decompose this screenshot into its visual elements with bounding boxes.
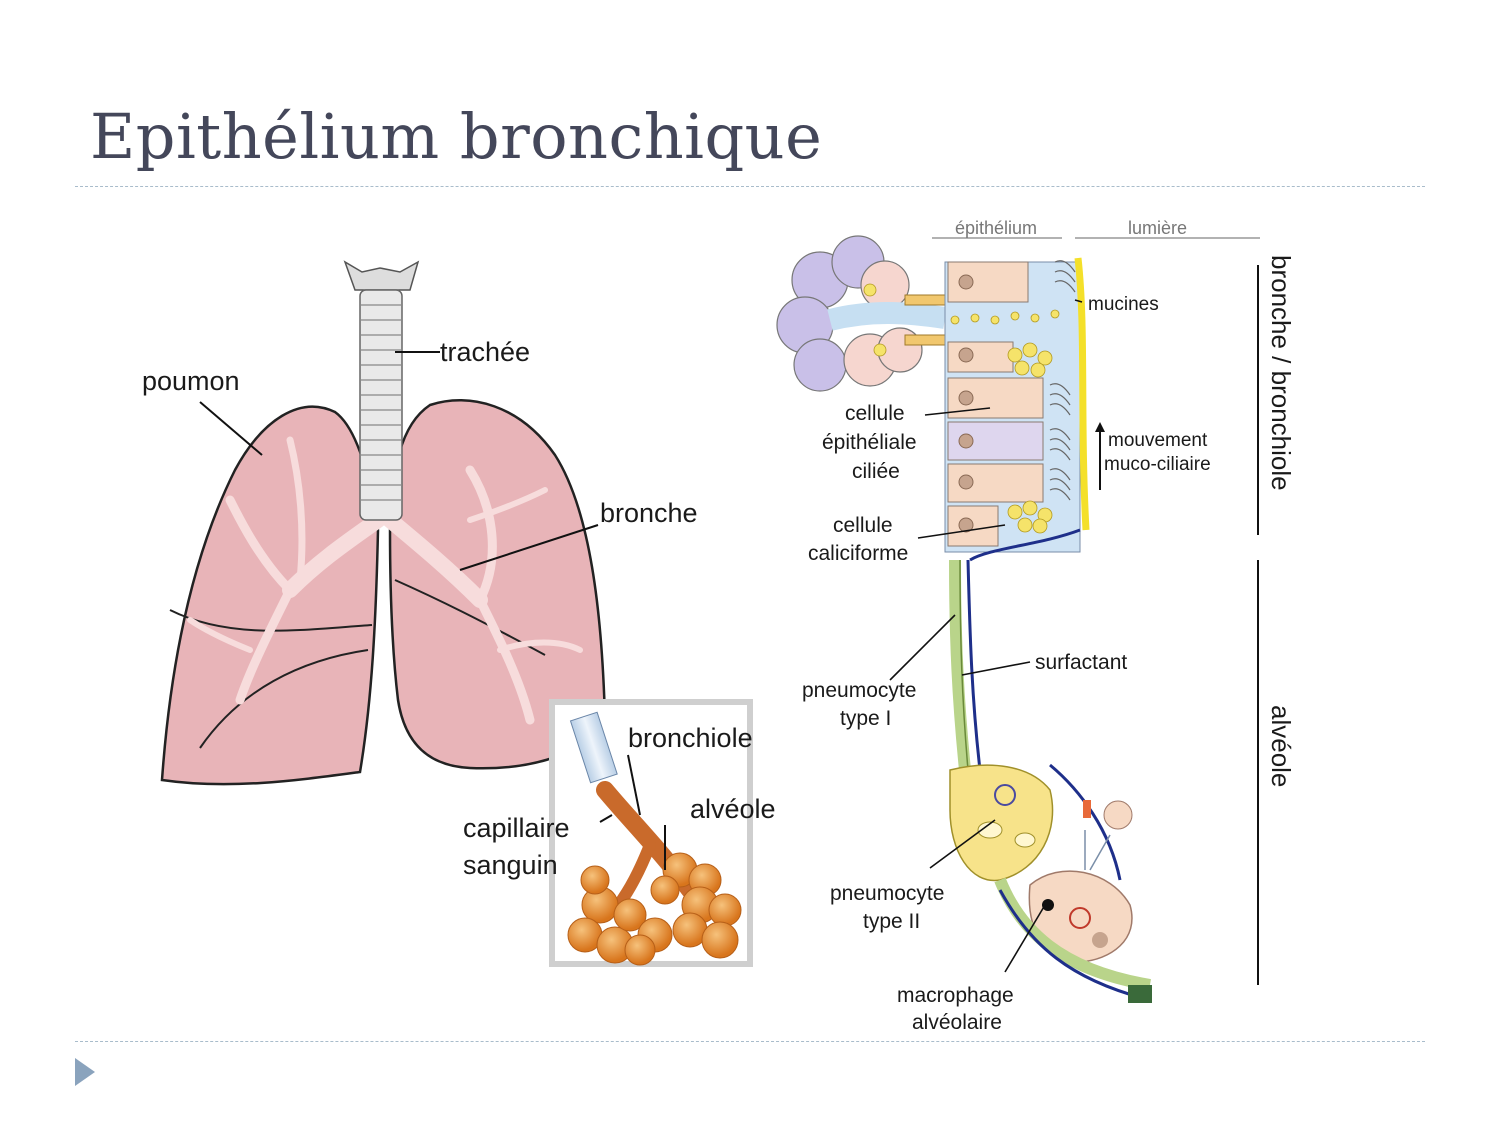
left-lung — [160, 405, 380, 786]
label-mouvement-2: muco-ciliaire — [1104, 454, 1211, 475]
side-label-bronche: bronche / bronchiole — [1266, 255, 1296, 491]
lung-diagram: poumon trachée bronche bronchiole alvéol… — [142, 260, 776, 967]
type-ii-pneumocyte — [949, 764, 1054, 882]
header-lumiere: lumière — [1128, 218, 1187, 238]
footer-divider — [75, 1041, 1425, 1042]
nav-arrow-icon — [75, 1058, 95, 1086]
label-pneumo1-1: pneumocyte — [802, 679, 916, 702]
title-divider — [75, 186, 1425, 187]
side-label-alveole: alvéole — [1266, 705, 1296, 787]
label-macrophage-2: alvéolaire — [912, 1011, 1002, 1030]
label-poumon: poumon — [142, 366, 240, 396]
particle-icon — [1083, 800, 1133, 830]
label-bronchiole: bronchiole — [628, 723, 753, 753]
label-trachee: trachée — [440, 337, 530, 367]
label-alveole: alvéole — [690, 794, 776, 824]
label-cellule-ciliee-3: ciliée — [852, 460, 900, 483]
mucus-layer — [1074, 257, 1090, 531]
epithelium-diagram: épithélium lumière — [776, 218, 1296, 1030]
alveoli-cluster — [567, 852, 742, 966]
label-mouvement-1: mouvement — [1108, 430, 1208, 451]
label-cellule-ciliee-2: épithéliale — [822, 431, 917, 454]
label-sanguin: sanguin — [463, 850, 558, 880]
label-pneumo1-2: type I — [840, 707, 891, 730]
label-capillaire: capillaire — [463, 813, 570, 843]
label-mucines: mucines — [1088, 294, 1159, 315]
slide-title: Epithélium bronchique — [90, 100, 823, 173]
label-pneumo2-2: type II — [863, 910, 920, 933]
label-caliciforme-1: cellule — [833, 514, 893, 537]
label-bronche: bronche — [600, 498, 698, 528]
header-epithelium: épithélium — [955, 218, 1037, 238]
alveolar-wall — [949, 559, 971, 771]
label-caliciforme-2: caliciforme — [808, 542, 908, 565]
label-surfactant: surfactant — [1035, 651, 1127, 674]
submucosal-gland — [776, 235, 947, 392]
label-pneumo2-1: pneumocyte — [830, 882, 944, 905]
label-cellule-ciliee-1: cellule — [845, 402, 905, 425]
label-macrophage-1: macrophage — [897, 984, 1014, 1007]
